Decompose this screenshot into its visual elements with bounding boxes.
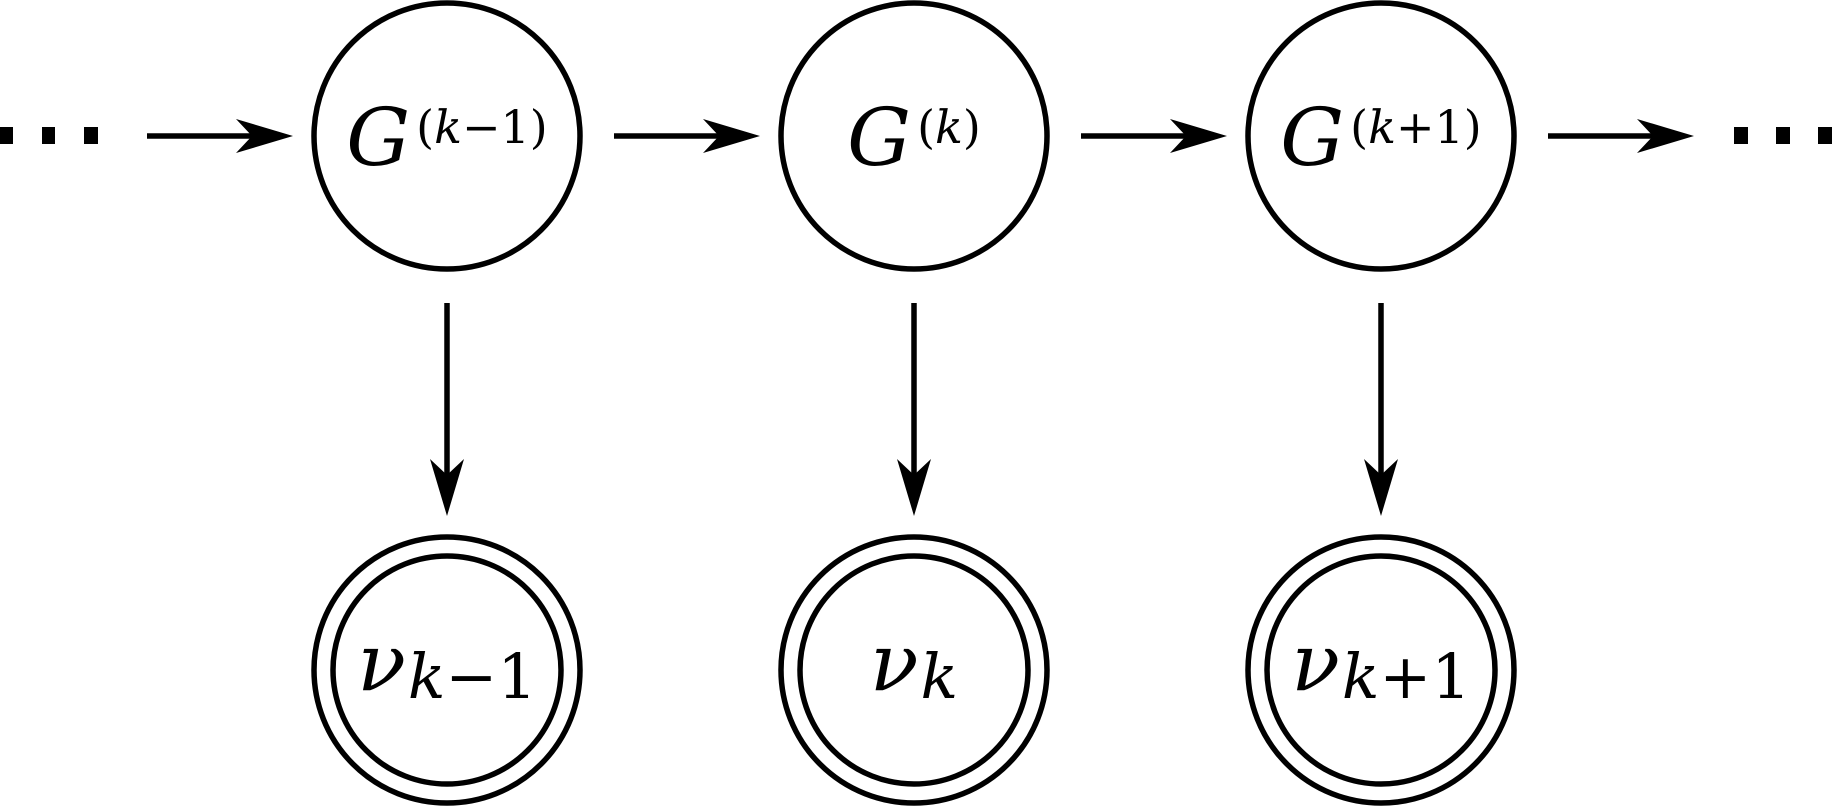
edge-g-next-to-right <box>1548 119 1694 153</box>
node-nu-next-label: νk+1 <box>1291 616 1471 713</box>
node-nu-prev-inner-circle <box>330 553 564 787</box>
node-g-curr-label: G(k) <box>847 91 981 184</box>
node-g-prev-circle <box>311 0 583 272</box>
left-ellipsis-dot-3 <box>84 127 98 144</box>
edge-g-prev-to-nu-prev <box>430 303 464 516</box>
horizontal-edges <box>147 119 1694 153</box>
edge-g-curr-to-nu-curr <box>897 303 931 516</box>
node-nu-curr: νk <box>778 534 1050 806</box>
node-nu-prev-label: νk−1 <box>357 616 537 713</box>
left-ellipsis-dot-1 <box>0 127 13 144</box>
node-nu-curr-outer-circle <box>778 534 1050 806</box>
right-ellipsis-dot-3 <box>1818 127 1832 144</box>
edge-g-prev-to-g-curr <box>614 119 760 153</box>
left-ellipsis <box>0 127 98 144</box>
node-nu-curr-inner-circle <box>797 553 1031 787</box>
node-nu-next: νk+1 <box>1245 534 1517 806</box>
node-nu-prev: νk−1 <box>311 534 583 806</box>
node-g-prev: G(k−1) <box>311 0 583 272</box>
node-g-next-label: G(k+1) <box>1280 91 1482 184</box>
node-nu-curr-label: νk <box>870 616 958 713</box>
node-g-curr: G(k) <box>778 0 1050 272</box>
node-g-prev-label: G(k−1) <box>346 91 548 184</box>
vertical-edges <box>430 303 1398 516</box>
node-g-curr-circle <box>778 0 1050 272</box>
right-ellipsis-dot-1 <box>1734 127 1748 144</box>
node-g-next: G(k+1) <box>1245 0 1517 272</box>
right-ellipsis-dot-2 <box>1776 127 1790 144</box>
node-g-next-circle <box>1245 0 1517 272</box>
node-nu-next-outer-circle <box>1245 534 1517 806</box>
edge-g-next-to-nu-next <box>1364 303 1398 516</box>
node-nu-prev-outer-circle <box>311 534 583 806</box>
node-nu-next-inner-circle <box>1264 553 1498 787</box>
edge-g-curr-to-g-next <box>1081 119 1227 153</box>
right-ellipsis <box>1734 127 1832 144</box>
edge-left-to-g-prev <box>147 119 293 153</box>
left-ellipsis-dot-2 <box>42 127 55 144</box>
